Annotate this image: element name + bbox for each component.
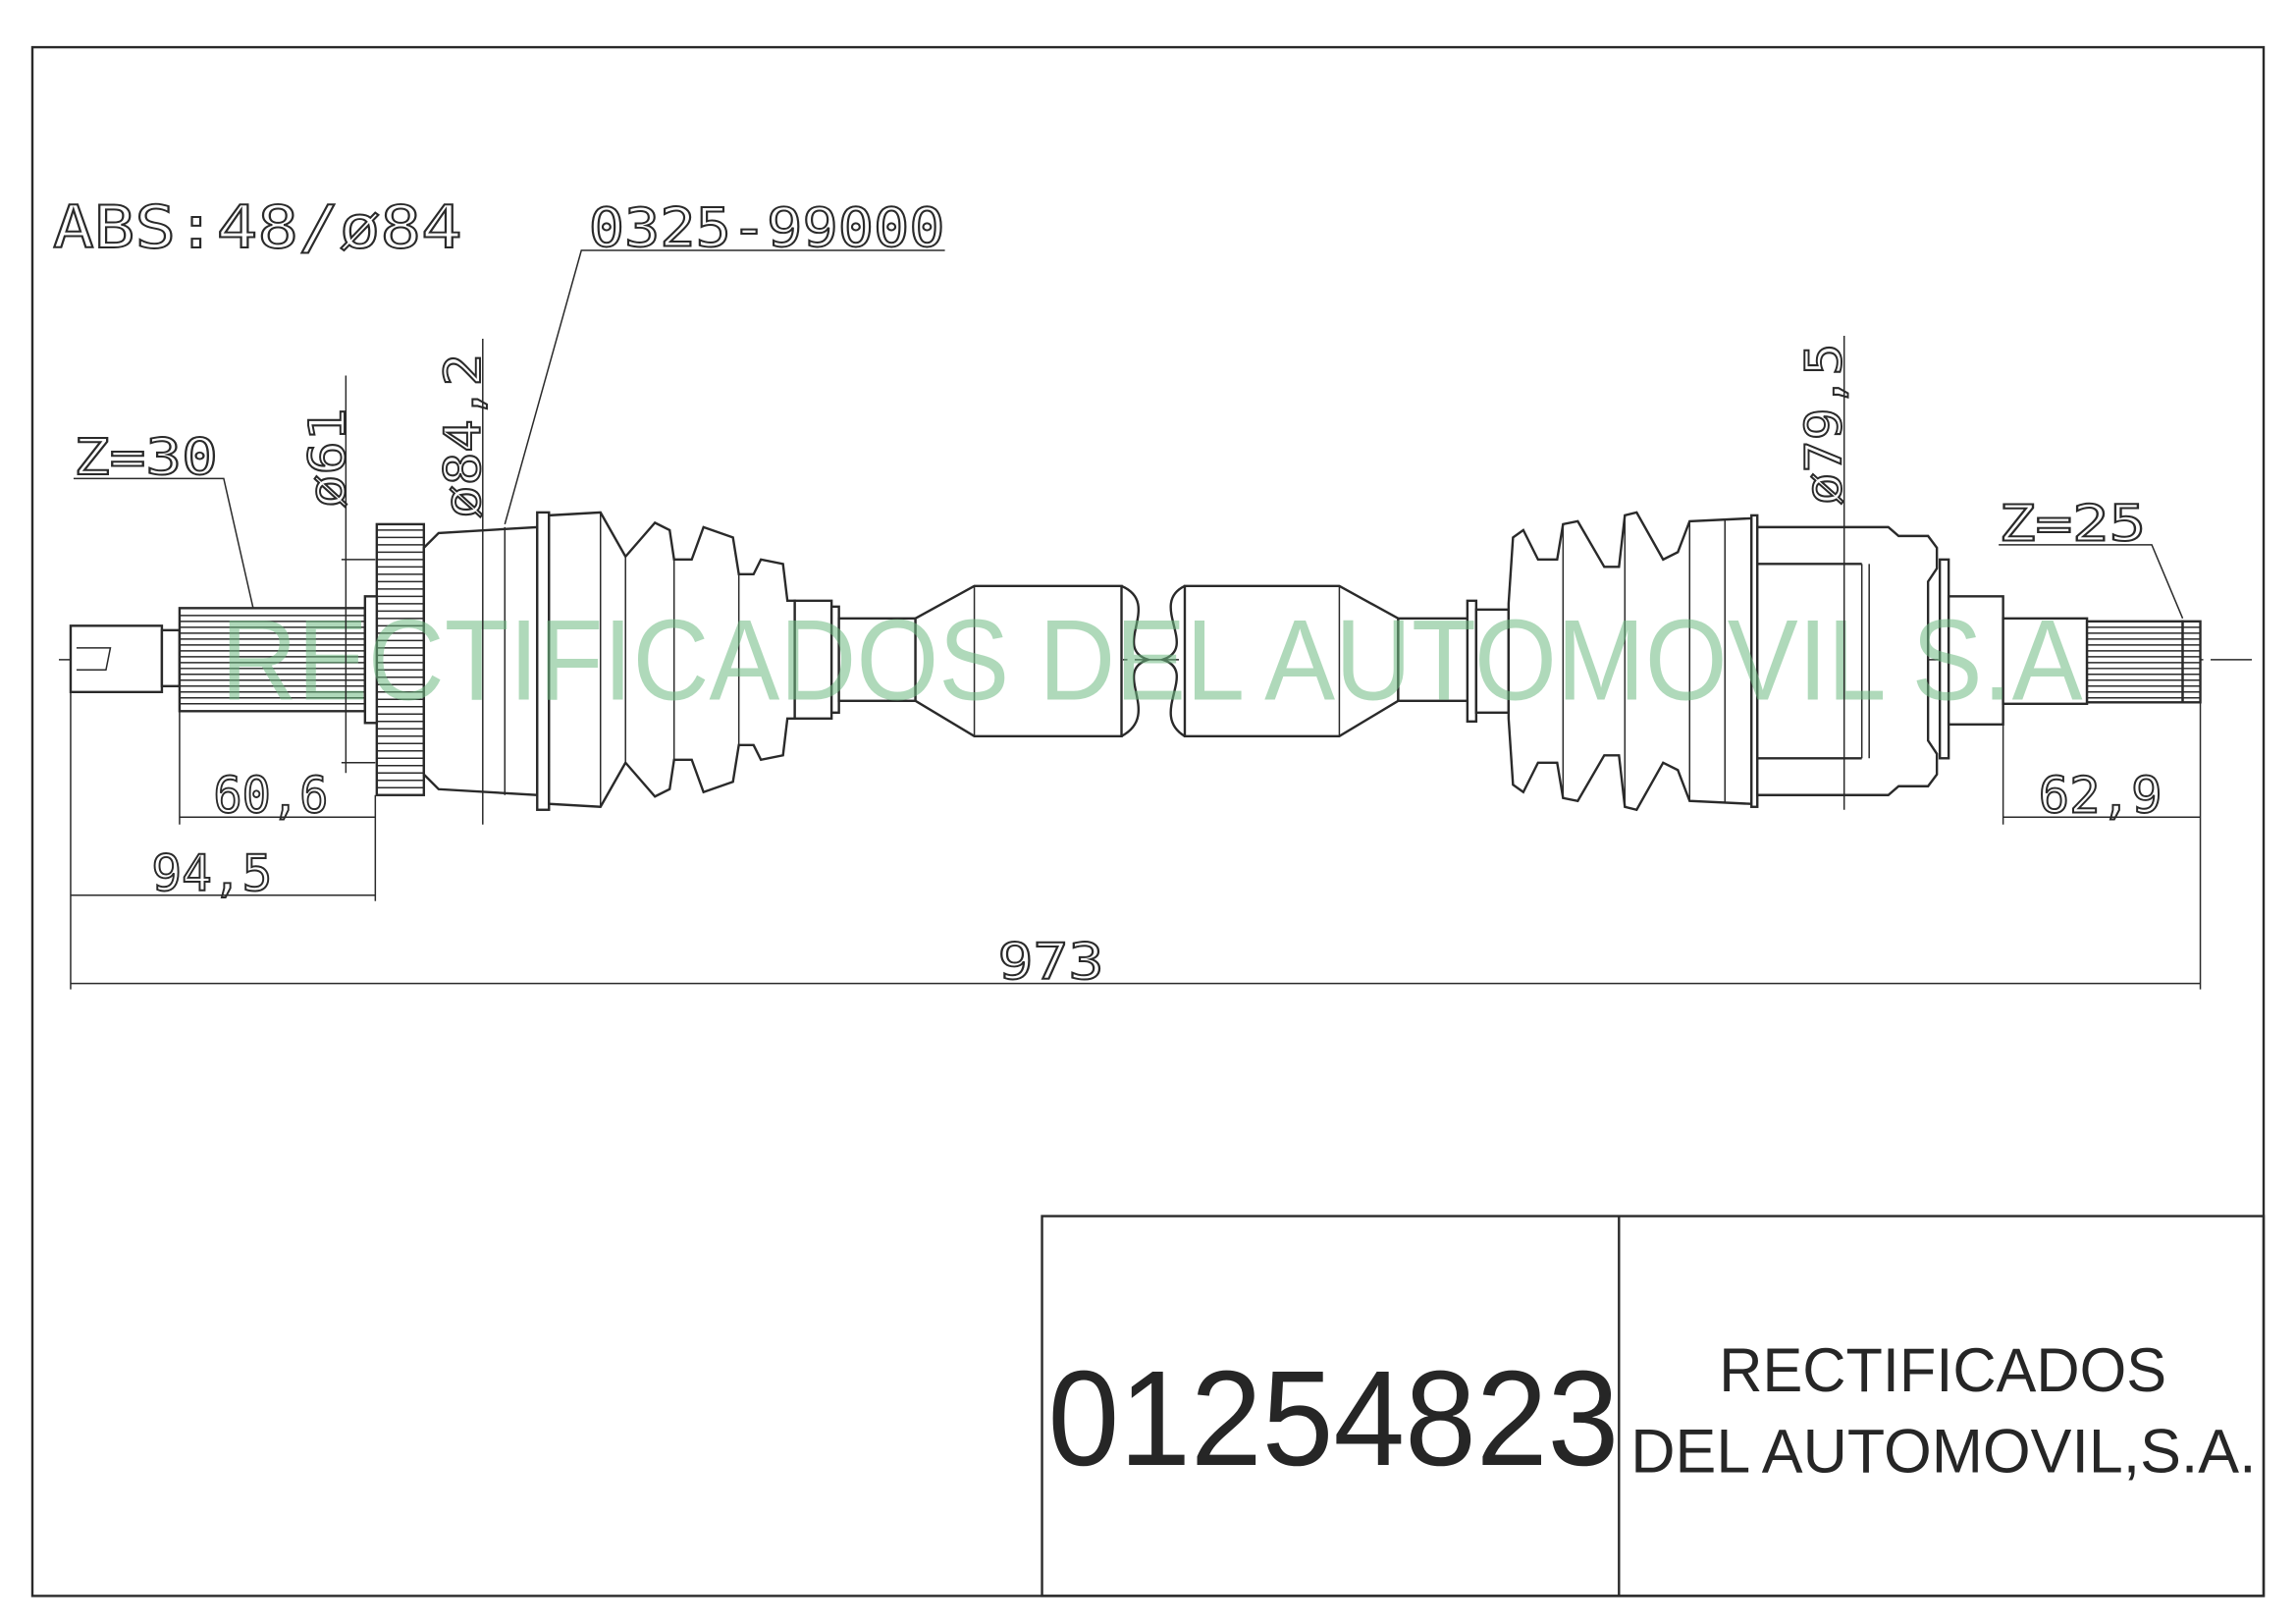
dim-94-5: 94,5 — [70, 691, 376, 990]
intermediate-shaft — [837, 584, 1470, 737]
dim-62-9-label: 62,9 — [2039, 768, 2163, 826]
dim-973: 973 — [70, 702, 2202, 993]
dia-79-5-label: ø79,5 — [1796, 343, 1854, 505]
right-spline-callout: Z=25 — [1998, 494, 2184, 620]
dim-62-9: 62,9 — [2002, 703, 2201, 827]
abs-note: ABS:48/ø84 — [53, 193, 462, 262]
dim-94-5-label: 94,5 — [151, 845, 272, 903]
left-stub-shaft — [69, 624, 182, 694]
dia-79-5-dimension: ø79,5 — [1795, 335, 1855, 810]
dia-61-label: ø61 — [299, 407, 357, 508]
left-spline — [178, 607, 367, 713]
part-number: 01254823 — [1048, 1343, 1620, 1494]
abs-ring — [363, 522, 426, 796]
left-spline-callout: Z=30 — [73, 428, 254, 609]
dim-973-label: 973 — [998, 934, 1104, 992]
part-ref-callout: 0325-99000 — [504, 196, 946, 525]
part-ref-label: 0325-99000 — [589, 196, 945, 258]
watermark-text: RECTIFICADOS DEL AUTOMOVIL S.A — [221, 595, 2083, 724]
dim-60-6: 60,6 — [179, 711, 377, 901]
right-spline — [2085, 620, 2202, 704]
dia-84-2-label: ø84,2 — [435, 353, 493, 518]
dia-61-dimension: ø61 — [298, 375, 376, 774]
dia-84-2-dimension: ø84,2 — [434, 338, 494, 825]
inner-boot — [1466, 511, 1759, 812]
right-stub-shaft — [1947, 595, 2089, 726]
company-name-line2: DEL AUTOMOVIL,S.A. — [1630, 1417, 2256, 1486]
title-block: 01254823 RECTIFICADOS DEL AUTOMOVIL,S.A. — [1041, 1215, 2266, 1597]
company-name-line1: RECTIFICADOS — [1719, 1336, 2166, 1405]
outer-boot — [548, 511, 840, 808]
dim-60-6-label: 60,6 — [213, 768, 328, 826]
